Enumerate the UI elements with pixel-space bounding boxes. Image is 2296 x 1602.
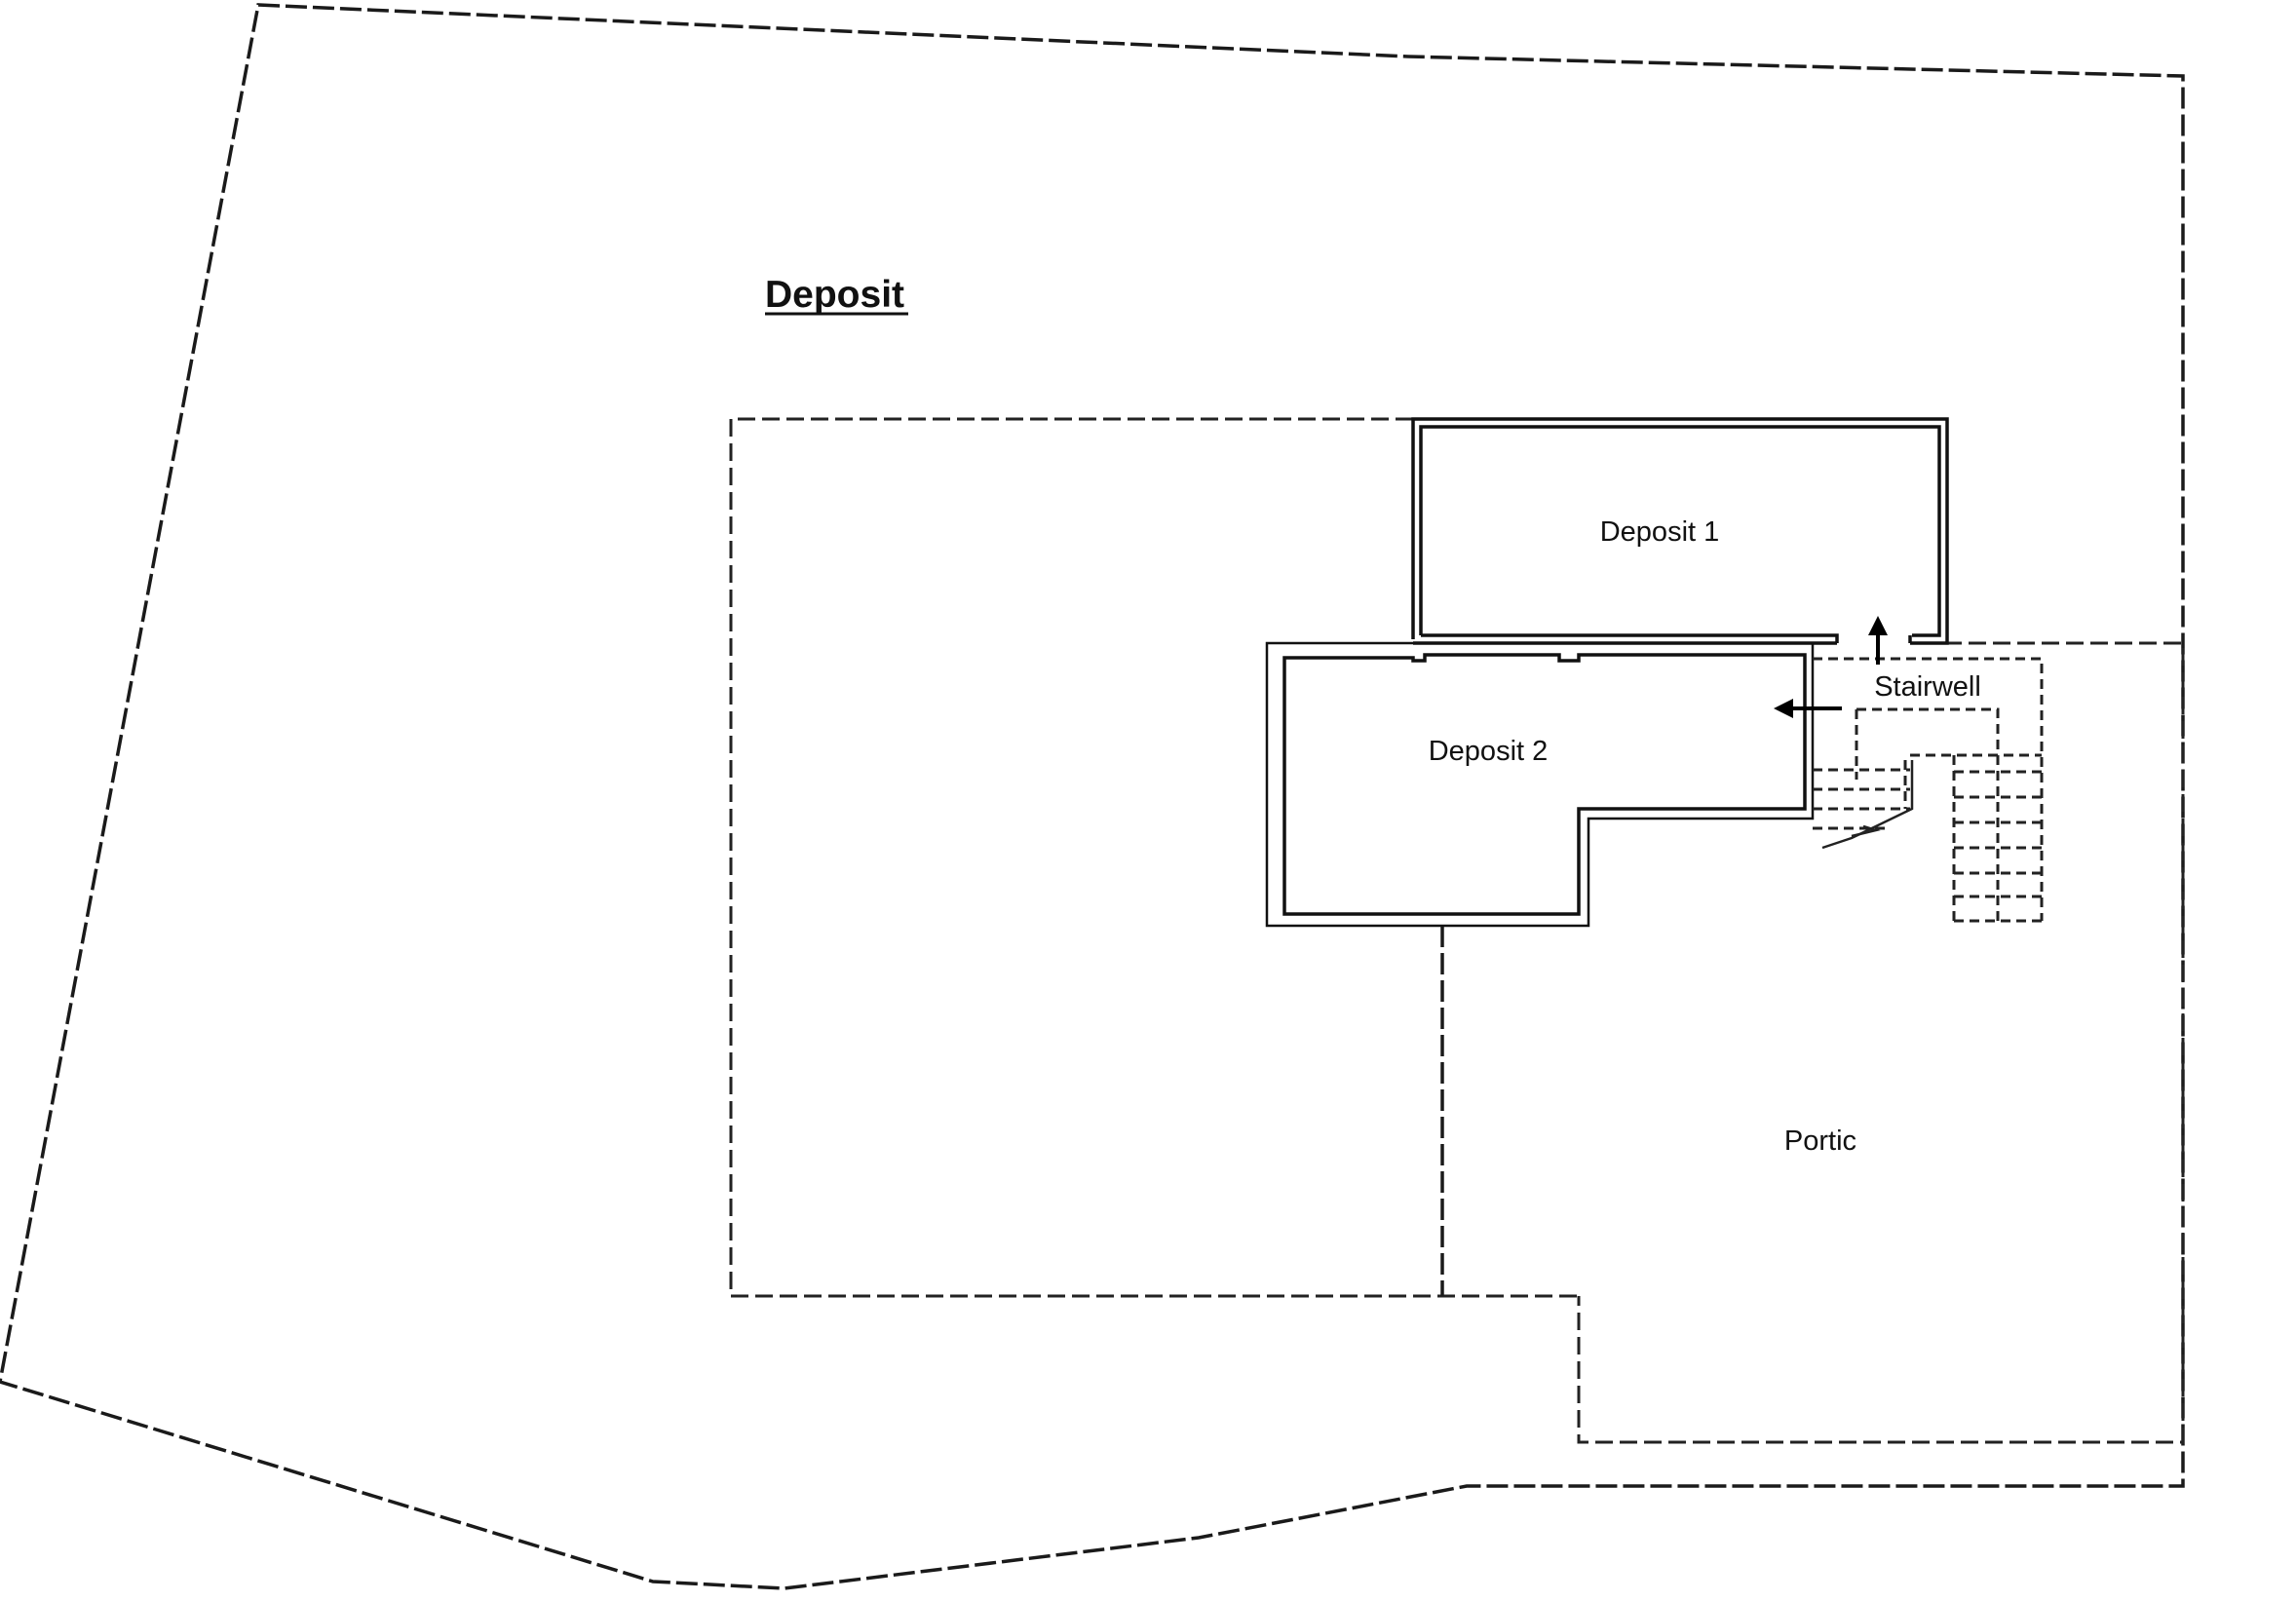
room-label-stairwell: Stairwell — [1874, 671, 1981, 703]
arrow-left-icon — [1774, 699, 1842, 718]
deposit-1-bottom-wall — [1413, 633, 1839, 645]
plan-title: Deposit — [765, 274, 904, 316]
deposit-1-inner-wall — [1419, 425, 1941, 637]
deposit-1-outer-wall — [1411, 417, 1949, 645]
site-boundary — [0, 3, 2185, 1590]
arrow-up-icon — [1868, 616, 1888, 665]
room-label-deposit-2: Deposit 2 — [1429, 736, 1549, 767]
stair-steps — [1813, 707, 2042, 923]
deposit-2-outer-wall — [1265, 641, 1837, 928]
room-label-deposit-1: Deposit 1 — [1600, 516, 1720, 548]
portic-outline — [1577, 641, 2185, 1444]
deposit-2-inner-wall — [1282, 653, 1807, 916]
outer-enclosure — [729, 417, 1579, 1298]
room-label-portic: Portic — [1784, 1125, 1856, 1157]
